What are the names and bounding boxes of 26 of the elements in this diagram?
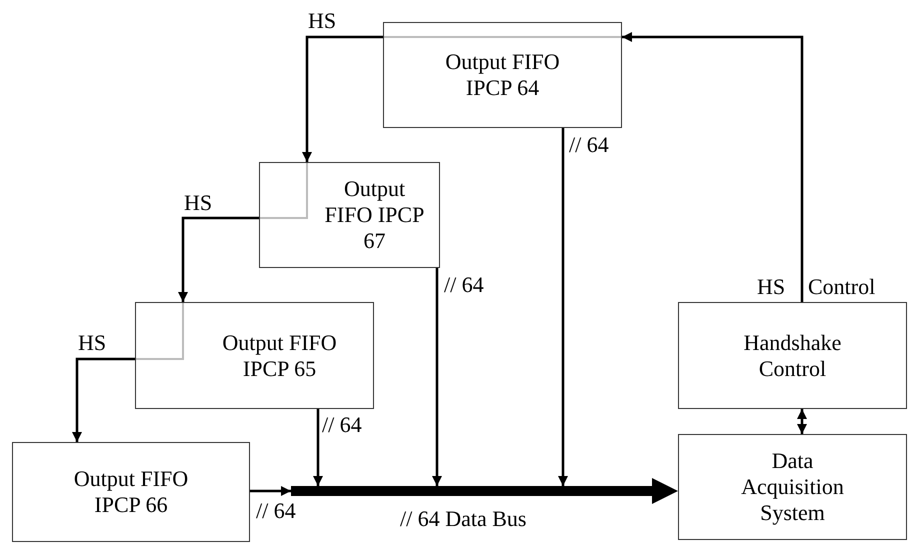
arrow — [797, 409, 807, 434]
fifo-box — [12, 442, 250, 542]
arrow — [432, 268, 442, 486]
box-label: Data Acquisition System — [740, 448, 845, 526]
fifo-box — [259, 162, 440, 268]
fifo-box — [383, 22, 622, 128]
fifo-box — [678, 434, 907, 540]
box-label: Output FIFO IPCP 67 — [324, 176, 426, 254]
box-label: Output FIFO IPCP 65 — [221, 330, 338, 382]
box-label: Handshake Control — [742, 330, 842, 382]
data-bus-bar — [291, 486, 621, 496]
box-label: Output FIFO IPCP 66 — [72, 466, 190, 518]
fifo-box — [678, 302, 907, 409]
arrow — [313, 409, 323, 486]
bus-arrow — [621, 478, 678, 504]
arrow — [622, 32, 804, 302]
arrow — [72, 358, 135, 442]
box-label: Output FIFO IPCP 64 — [444, 49, 561, 101]
signal-label: Control — [808, 274, 876, 300]
fifo-box — [135, 302, 374, 409]
arrow — [302, 36, 383, 162]
signal-label: HS — [757, 274, 786, 300]
arrow — [250, 486, 291, 496]
arrow — [178, 216, 259, 302]
bus-label: // 64 Data Bus — [400, 506, 526, 532]
arrow — [558, 128, 568, 486]
